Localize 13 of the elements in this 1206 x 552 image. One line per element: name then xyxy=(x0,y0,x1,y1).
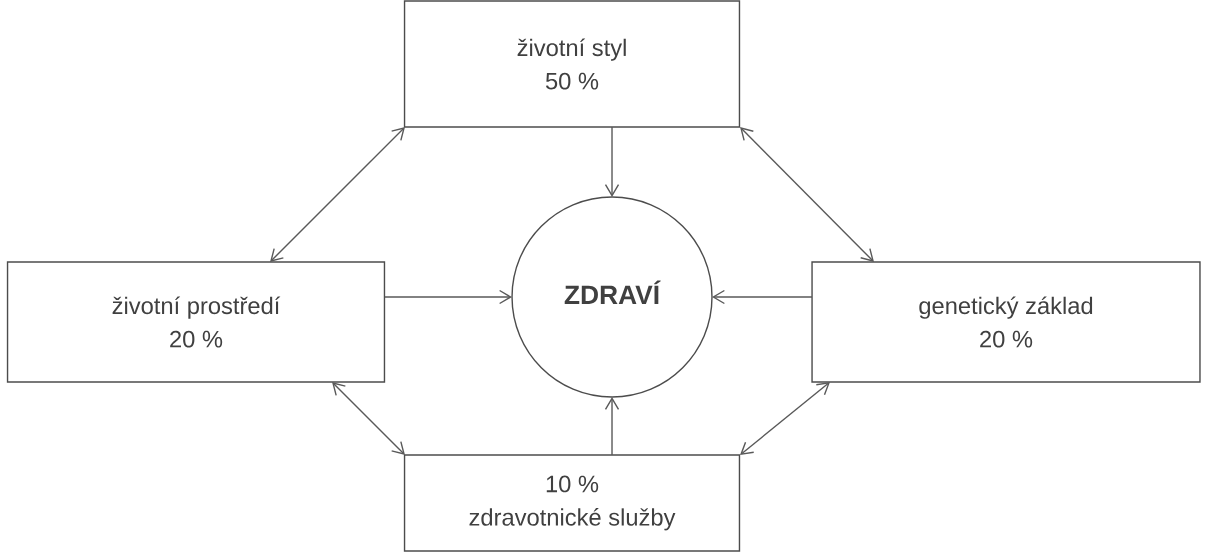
arrow xyxy=(712,289,813,305)
arrow xyxy=(740,382,830,455)
factor-box: životní prostředí 20 % xyxy=(6,261,386,383)
factor-box: 10 % zdravotnické služby xyxy=(403,454,741,552)
factor-box: genetický základ 20 % xyxy=(811,261,1201,383)
arrow xyxy=(332,382,405,455)
arrow xyxy=(604,126,620,197)
arrow xyxy=(604,397,620,456)
arrow xyxy=(740,127,874,262)
circle-node: ZDRAVÍ xyxy=(511,196,713,398)
arrow xyxy=(270,127,405,262)
arrow xyxy=(384,289,512,305)
factor-box: životní styl 50 % xyxy=(403,0,741,128)
